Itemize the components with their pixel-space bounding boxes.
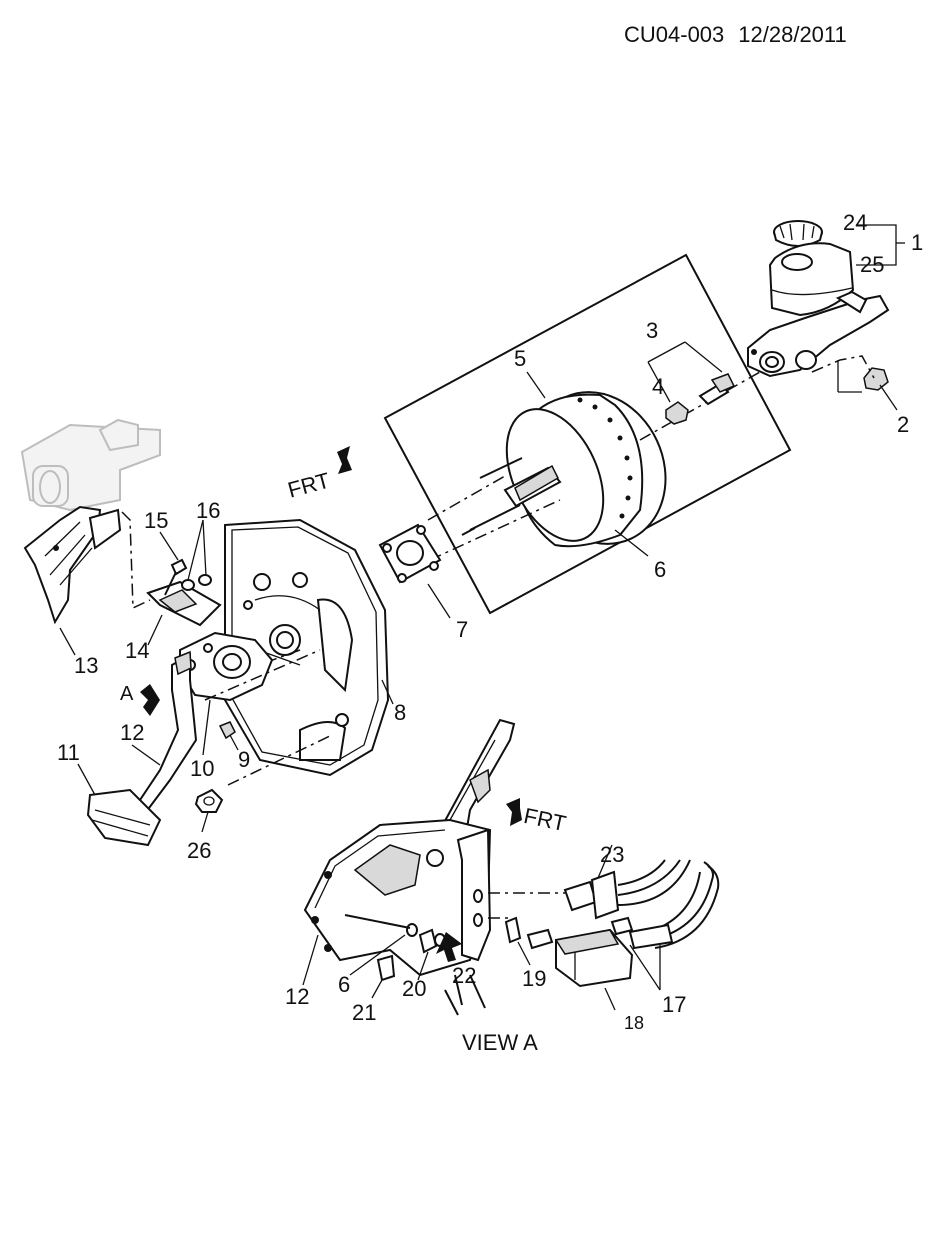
callout-18: 18 bbox=[624, 1013, 644, 1033]
callout-24: 24 bbox=[843, 210, 867, 235]
callout-14: 14 bbox=[125, 638, 149, 663]
callout-13: 13 bbox=[74, 653, 98, 678]
callout-15: 15 bbox=[144, 508, 168, 533]
dash-panel bbox=[224, 518, 394, 786]
diagram-header: CU04-003 12/28/2011 bbox=[624, 22, 847, 48]
callout-6: 6 bbox=[654, 557, 666, 582]
callout-22: 22 bbox=[452, 963, 476, 988]
callout-11: 11 bbox=[57, 740, 80, 765]
callout-26: 26 bbox=[187, 838, 211, 863]
pedal-assembly bbox=[77, 519, 321, 847]
master-cylinder bbox=[747, 220, 905, 411]
frt-label-main: FRT bbox=[285, 468, 332, 503]
callout-19: 19 bbox=[522, 966, 546, 991]
diagram-date: 12/28/2011 bbox=[738, 22, 847, 47]
callout-12: 12 bbox=[120, 720, 144, 745]
callout-6-view: 6 bbox=[338, 972, 350, 997]
view-a-marker: A bbox=[120, 683, 160, 716]
callout-9: 9 bbox=[238, 747, 250, 772]
callout-21: 21 bbox=[352, 1000, 376, 1025]
callout-23: 23 bbox=[600, 842, 624, 867]
view-a-caption: VIEW A bbox=[462, 1030, 538, 1055]
view-a-marker-label: A bbox=[120, 683, 134, 705]
view-a-detail bbox=[302, 718, 720, 1016]
callout-25: 25 bbox=[860, 252, 884, 277]
frt-label-view: FRT bbox=[522, 803, 569, 836]
ghost-bracket bbox=[20, 418, 161, 512]
bracket-13 bbox=[23, 505, 151, 656]
frt-arrow-view: FRT bbox=[506, 798, 568, 836]
callout-3: 3 bbox=[646, 318, 658, 343]
callout-8: 8 bbox=[394, 700, 406, 725]
callout-1: 1 bbox=[911, 230, 923, 255]
callout-16: 16 bbox=[196, 498, 220, 523]
callout-7: 7 bbox=[456, 617, 468, 642]
callout-4: 4 bbox=[652, 374, 664, 399]
callout-5: 5 bbox=[514, 346, 526, 371]
diagram-code: CU04-003 bbox=[624, 22, 725, 47]
frt-arrow-main: FRT bbox=[285, 446, 352, 503]
callout-20: 20 bbox=[402, 976, 426, 1001]
callouts: 24 25 1 2 3 4 5 6 7 8 9 10 11 12 13 14 1… bbox=[57, 210, 923, 1033]
callout-10: 10 bbox=[190, 756, 214, 781]
callout-17: 17 bbox=[662, 992, 686, 1017]
callout-2: 2 bbox=[897, 412, 909, 437]
callout-12-view: 12 bbox=[285, 984, 309, 1009]
booster-assembly bbox=[378, 253, 792, 619]
